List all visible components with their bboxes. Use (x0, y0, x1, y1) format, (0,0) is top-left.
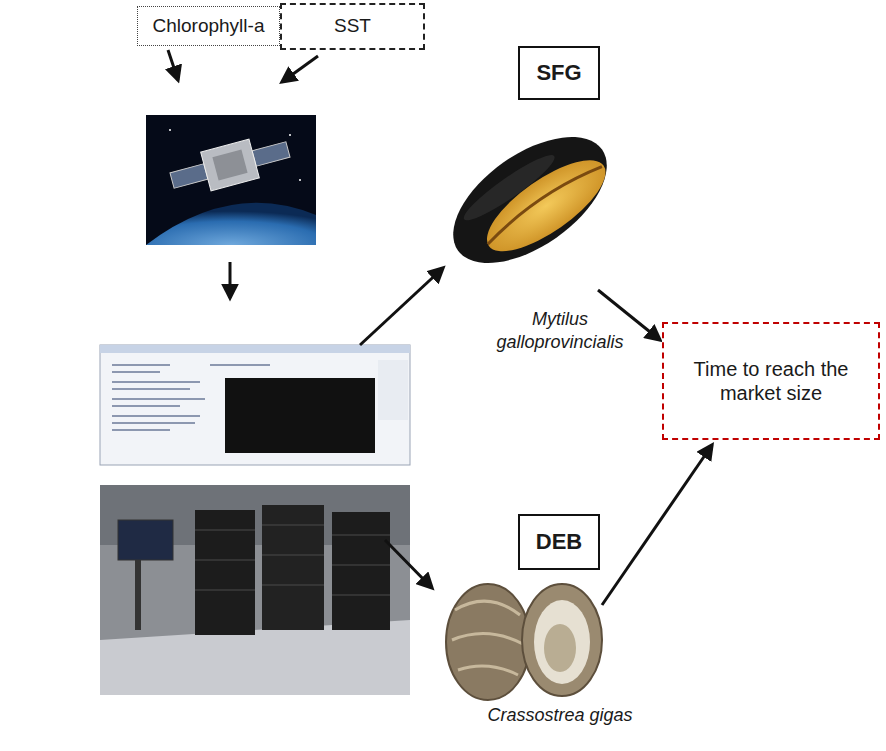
outcome-box: Time to reach the market size (662, 322, 880, 440)
flow-arrow (385, 540, 432, 588)
node-text: DEB (536, 529, 582, 555)
node-text: SFG (536, 60, 581, 86)
input-box: Chlorophyll-a (137, 6, 280, 46)
code-screenshot (100, 345, 410, 465)
satellite-image (146, 115, 316, 245)
flow-arrow (602, 445, 712, 605)
flow-arrow (229, 262, 232, 298)
server-room-photo (100, 485, 410, 695)
input-arrow (168, 50, 178, 80)
species-label: Mytilus galloprovincialis (475, 308, 645, 353)
flow-arrow (360, 268, 443, 345)
mussel-image (432, 112, 629, 288)
node-text: SST (334, 15, 371, 38)
input-arrow (282, 56, 318, 82)
node-text: Chlorophyll-a (153, 15, 265, 38)
oyster-image (446, 584, 602, 700)
model-box: DEB (518, 514, 600, 570)
model-box: SFG (518, 46, 600, 100)
species-label: Crassostrea gigas (475, 704, 645, 727)
node-text: Time to reach the market size (686, 357, 856, 405)
input-box: SST (280, 3, 425, 50)
